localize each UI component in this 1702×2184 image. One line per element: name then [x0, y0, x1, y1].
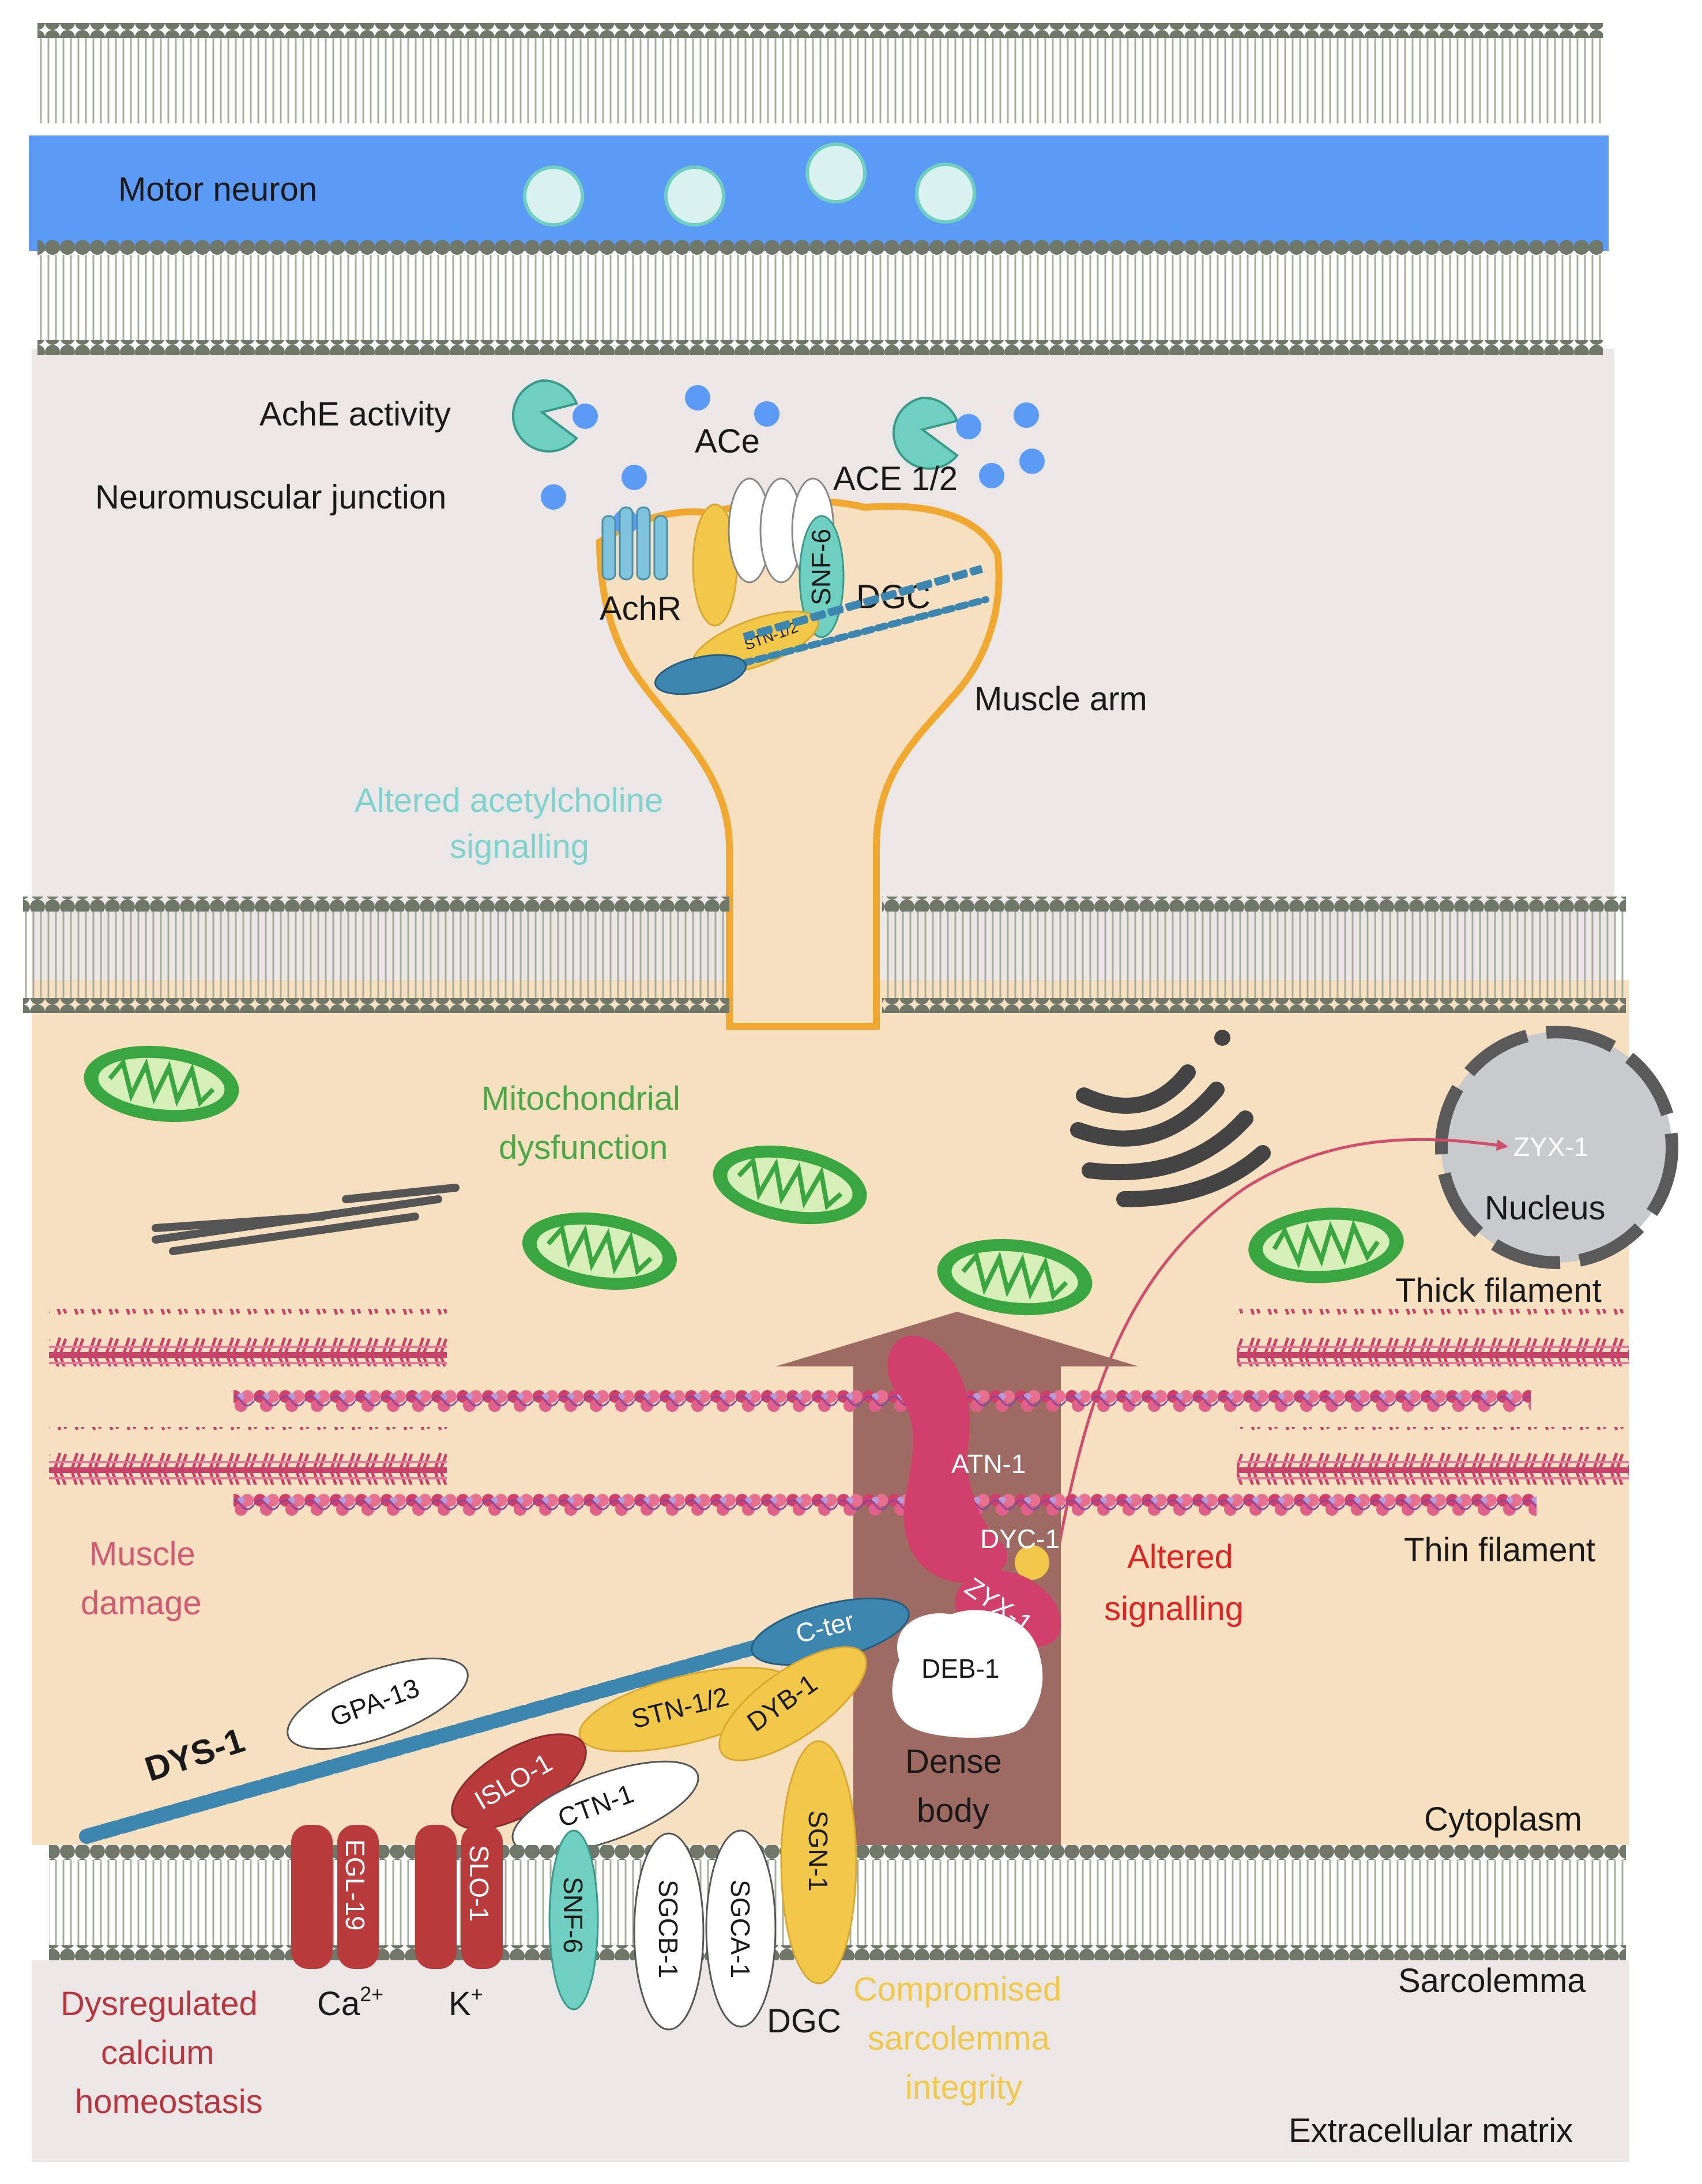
extracellular-matrix — [32, 1960, 1629, 2162]
ion-channel-icon — [291, 1825, 503, 1969]
sgca1-label: SGCA-1 — [725, 1880, 755, 1978]
altered-signalling-label-1: Altered — [1127, 1538, 1233, 1576]
atn1-protein — [887, 1335, 1008, 1583]
dyc1-protein — [1015, 1545, 1049, 1580]
neuron-membrane-lower — [37, 240, 1603, 355]
dyb1-protein — [718, 1646, 867, 1761]
muscle-damage-label-1: Muscle — [89, 1535, 195, 1573]
achr-receptor — [601, 506, 668, 581]
dense-body-label-1: Dense — [905, 1743, 1002, 1780]
dys-calcium-label-3: homeostasis — [75, 2083, 263, 2121]
potassium-ion-label: K+ — [449, 1982, 483, 2023]
dys-calcium-label-1: Dysregulated — [61, 1985, 258, 2023]
thick-filament-label: Thick filament — [1395, 1272, 1602, 1309]
thick-filament-icon — [49, 1309, 1629, 1485]
mitochondrion-icon — [84, 1045, 1404, 1316]
altered-ach-label-1: Altered acetylcholine — [355, 782, 663, 819]
sgcb1-label: SGCB-1 — [653, 1880, 683, 1978]
altered-ach-label-2: signalling — [450, 828, 589, 865]
nmj-label: Neuromuscular junction — [95, 479, 446, 516]
acetylcholine-molecule-icon — [541, 385, 1045, 534]
ache-activity-label: AchE activity — [259, 396, 451, 433]
golgi-icon — [1070, 1030, 1271, 1207]
thin-filament-icon — [234, 1378, 1537, 1528]
nucleus-icon — [1435, 1026, 1678, 1269]
compromised-label-1: Compromised — [853, 1971, 1061, 2008]
deb1-label: DEB-1 — [921, 1654, 999, 1684]
altered-signalling-label-2: signalling — [1104, 1590, 1244, 1628]
snf6-top — [799, 515, 845, 638]
atn1-label: ATN-1 — [951, 1449, 1026, 1479]
sgn1-protein — [780, 1740, 857, 1985]
mito-label-2: dysfunction — [499, 1129, 668, 1166]
compromised-label-2: sarcolemma — [868, 2020, 1050, 2057]
snf6-top-label: SNF-6 — [806, 529, 836, 605]
achr-label: AchR — [600, 590, 681, 627]
signalling-arrow — [1048, 1138, 1508, 1603]
gpa13-protein — [287, 1658, 469, 1750]
muscle-arm-label: Muscle arm — [974, 680, 1147, 718]
dyc1-label: DYC-1 — [980, 1524, 1060, 1554]
thin-filament-label: Thin filament — [1404, 1531, 1595, 1569]
deb1-protein — [892, 1610, 1043, 1738]
ctn1-protein — [511, 1760, 699, 1855]
sgca1-protein — [705, 1829, 777, 2028]
nucleus-label: Nucleus — [1485, 1189, 1606, 1227]
dys-calcium-label-2: calcium — [101, 2034, 214, 2072]
neuron-membrane-upper — [37, 23, 1603, 123]
muscle-membrane-upper — [23, 897, 1626, 1013]
muscle-damage-label-2: damage — [81, 1584, 202, 1622]
dense-body-label-2: body — [917, 1792, 989, 1829]
dgc-bottom-label: DGC — [767, 2002, 841, 2040]
dys1-chain — [79, 1630, 797, 1844]
cter-top — [654, 654, 747, 695]
calcium-ion-label: Ca2+ — [317, 1982, 383, 2023]
sgcb1-protein — [633, 1832, 705, 2031]
sarcolemma-label: Sarcolemma — [1398, 1962, 1586, 2000]
synaptic-vesicle-icon — [523, 142, 976, 227]
ace-label: ACe — [695, 423, 760, 460]
dys-top-chain — [743, 564, 984, 641]
egl19-label: EGL-19 — [340, 1839, 370, 1931]
mito-label-1: Mitochondrial — [481, 1080, 680, 1117]
compromised-label-3: integrity — [905, 2069, 1022, 2106]
motor-neuron-label: Motor neuron — [118, 171, 317, 208]
sgn1-label: SGN-1 — [803, 1810, 833, 1892]
endoplasmic-reticulum-icon — [152, 1184, 460, 1255]
cytoplasm-label: Cytoplasm — [1424, 1801, 1582, 1838]
zyx-nucleus-label: ZYX-1 — [1513, 1132, 1588, 1162]
slo1-label: SLO-1 — [464, 1845, 494, 1922]
snf6-label: SNF-6 — [558, 1877, 588, 1953]
ecm-label: Extracellular matrix — [1289, 2112, 1573, 2149]
ache-enzyme-icon — [511, 379, 959, 470]
snf6-protein — [548, 1829, 599, 2010]
ace12-label: ACE 1/2 — [833, 460, 958, 498]
